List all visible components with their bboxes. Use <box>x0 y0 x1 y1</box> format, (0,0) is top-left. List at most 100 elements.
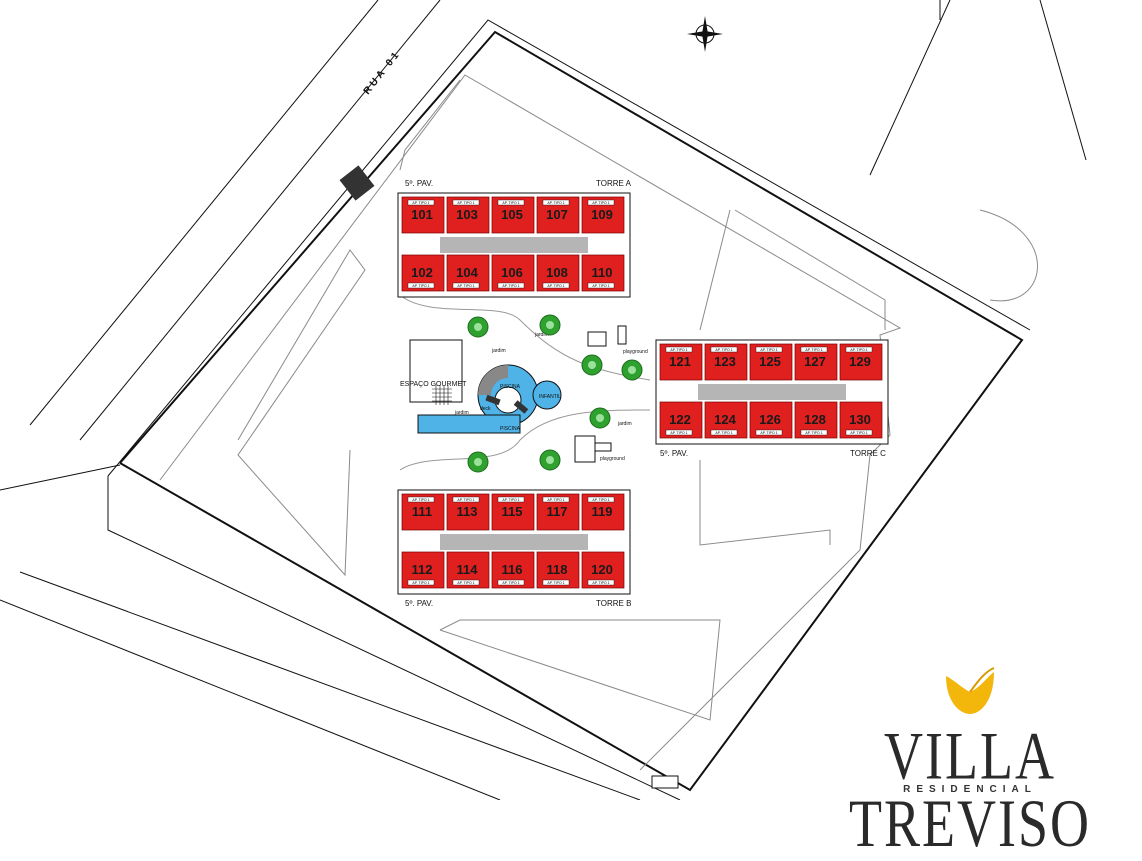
unit-number: 130 <box>849 412 871 427</box>
unit-number: 108 <box>546 265 568 280</box>
unit-type-label: AP. TIPO 1 <box>457 201 474 205</box>
unit-type-label: AP. TIPO 1 <box>592 498 609 502</box>
unit-type-tag <box>542 579 570 586</box>
street-lines <box>0 0 1087 800</box>
unit-type-label: AP. TIPO 1 <box>457 284 474 288</box>
unit-type-tag <box>845 429 873 436</box>
unit-type-label: AP. TIPO 1 <box>547 498 564 502</box>
unit-type-label: AP. TIPO 1 <box>715 348 732 352</box>
unit-type-tag <box>710 429 738 436</box>
jardim-label-2: jardim <box>454 410 469 416</box>
tree-highlight <box>546 321 554 329</box>
unit-number: 121 <box>669 354 691 369</box>
tree-highlight <box>588 361 596 369</box>
unit-number: 126 <box>759 412 781 427</box>
tower-name-label: TORRE B <box>596 599 631 608</box>
unit-number: 114 <box>457 562 479 577</box>
unit-type-tag <box>407 579 435 586</box>
tree-highlight <box>474 323 482 331</box>
unit-type-tag <box>452 496 480 503</box>
unit-number: 122 <box>669 412 691 427</box>
jardim-label-1: jardim <box>491 348 506 354</box>
unit-type-tag <box>755 346 783 353</box>
unit-number: 119 <box>592 504 613 519</box>
unit-type-label: AP. TIPO 1 <box>547 284 564 288</box>
unit-type-tag <box>497 579 525 586</box>
unit-number: 127 <box>804 354 826 369</box>
unit-type-label: AP. TIPO 1 <box>670 348 687 352</box>
unit-type-tag <box>407 496 435 503</box>
unit-type-tag <box>587 282 615 289</box>
unit-type-label: AP. TIPO 1 <box>502 201 519 205</box>
unit-type-label: AP. TIPO 1 <box>412 498 429 502</box>
unit-type-tag <box>845 346 873 353</box>
unit-type-tag <box>542 199 570 206</box>
unit-number: 104 <box>456 265 478 280</box>
unit-type-tag <box>665 429 693 436</box>
unit-number: 101 <box>411 207 433 222</box>
unit-number: 116 <box>502 562 523 577</box>
unit-type-tag <box>497 282 525 289</box>
unit-number: 123 <box>714 354 736 369</box>
tower-floors-label: 5º. PAV. <box>660 449 688 458</box>
compass-rose-icon <box>687 16 723 52</box>
unit-type-label: AP. TIPO 1 <box>592 201 609 205</box>
unit-type-tag <box>710 346 738 353</box>
unit-type-tag <box>542 496 570 503</box>
tower-floors-label: 5º. PAV. <box>405 179 433 188</box>
unit-type-label: AP. TIPO 1 <box>805 431 822 435</box>
tree-highlight <box>474 458 482 466</box>
unit-type-tag <box>800 346 828 353</box>
unit-type-label: AP. TIPO 1 <box>850 348 867 352</box>
unit-type-tag <box>587 496 615 503</box>
lot-boundary <box>107 19 1031 800</box>
entry-gate <box>339 165 375 201</box>
deck-label: deck <box>480 406 491 412</box>
unit-type-tag <box>407 282 435 289</box>
unit-type-label: AP. TIPO 1 <box>412 201 429 205</box>
unit-number: 102 <box>411 265 433 280</box>
unit-type-tag <box>755 429 783 436</box>
unit-number: 113 <box>457 504 478 519</box>
lap-pool <box>417 414 521 434</box>
pool-kids-label: INFANTIL <box>539 394 561 400</box>
unit-number: 111 <box>412 504 432 519</box>
unit-number: 106 <box>501 265 523 280</box>
tower-floors-label: 5º. PAV. <box>405 599 433 608</box>
unit-type-tag <box>587 199 615 206</box>
pool-main-label: PISCINA <box>500 384 521 390</box>
tower-corridor <box>440 237 588 253</box>
unit-number: 103 <box>456 207 478 222</box>
jardim-label-4: jardim <box>617 421 632 427</box>
unit-type-tag <box>452 282 480 289</box>
unit-type-label: AP. TIPO 1 <box>547 581 564 585</box>
unit-number: 109 <box>591 207 613 222</box>
brand-subtitle: RESIDENCIAL <box>903 784 1037 795</box>
unit-type-tag <box>665 346 693 353</box>
trees <box>467 314 643 473</box>
unit-type-tag <box>407 199 435 206</box>
tree-highlight <box>628 366 636 374</box>
unit-type-label: AP. TIPO 1 <box>760 431 777 435</box>
unit-type-tag <box>800 429 828 436</box>
jardim-label-3: jardim <box>534 332 549 338</box>
unit-type-label: AP. TIPO 1 <box>502 581 519 585</box>
unit-number: 110 <box>592 265 613 280</box>
unit-type-label: AP. TIPO 1 <box>457 581 474 585</box>
street-label: RUA 01 <box>362 48 403 97</box>
villa-treviso-logo-icon <box>946 667 995 714</box>
pool-lap-label: PISCINA <box>500 426 521 432</box>
kids-pool <box>532 380 562 410</box>
tree-highlight <box>596 414 604 422</box>
unit-type-tag <box>542 282 570 289</box>
tower-name-label: TORRE A <box>596 179 632 188</box>
unit-number: 128 <box>804 412 826 427</box>
unit-type-label: AP. TIPO 1 <box>670 431 687 435</box>
unit-type-label: AP. TIPO 1 <box>547 201 564 205</box>
tree-highlight <box>546 456 554 464</box>
unit-number: 124 <box>714 412 736 427</box>
